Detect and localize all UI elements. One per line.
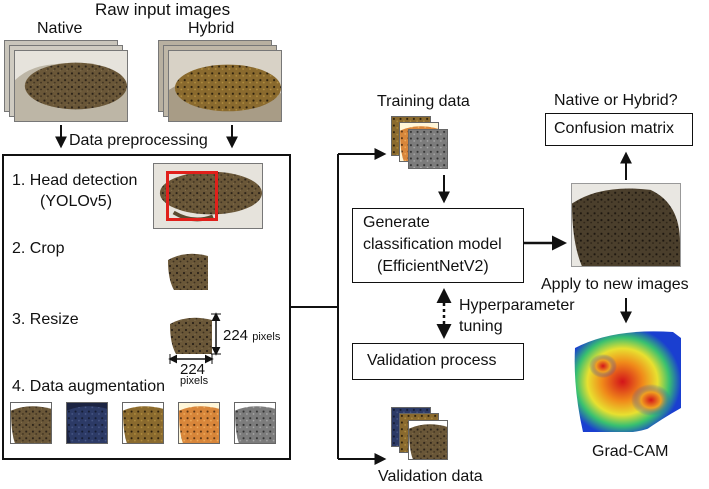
native-label: Native	[37, 20, 83, 37]
step-crop: 2. Crop	[12, 240, 65, 257]
validation-process-box	[352, 343, 524, 380]
head-detection-image	[153, 163, 263, 229]
detection-bounding-box	[166, 171, 218, 221]
model-line2: classification model	[363, 236, 502, 253]
resize-height-value: 224 pixels	[223, 327, 280, 344]
grad-cam-label: Grad-CAM	[592, 443, 669, 460]
model-line1: Generate	[363, 214, 430, 231]
step-head-detection: 1. Head detection	[12, 172, 138, 189]
resize-height-number: 224	[223, 327, 249, 344]
hyperparameter-label: Hyperparameter	[459, 297, 575, 314]
native-photo	[14, 50, 128, 122]
step-yolov5: (YOLOv5)	[40, 193, 113, 210]
tuning-label: tuning	[459, 318, 503, 335]
augmentation-grayscale	[234, 402, 276, 444]
validation-process-label: Validation process	[367, 352, 497, 369]
classification-model-box	[352, 208, 524, 283]
data-preprocessing-label: Data preprocessing	[69, 132, 208, 149]
step-resize: 3. Resize	[12, 311, 79, 328]
hybrid-label: Hybrid	[188, 20, 235, 37]
validation-data-label: Validation data	[378, 468, 483, 485]
raw-input-title: Raw input images	[95, 0, 231, 19]
step-data-augmentation: 4. Data augmentation	[12, 378, 165, 395]
resized-head-image	[170, 314, 212, 354]
resize-width-value: 224	[180, 361, 206, 378]
new-image	[571, 183, 681, 267]
grad-cam-image	[573, 328, 681, 434]
cropped-head-image	[168, 250, 208, 290]
augmentation-color-blue	[66, 402, 108, 444]
confusion-matrix-box	[545, 113, 693, 146]
training-data-label: Training data	[377, 93, 470, 110]
augmentation-color-gold	[122, 402, 164, 444]
apply-to-new-images-label: Apply to new images	[541, 276, 689, 293]
model-line3: (EfficientNetV2)	[377, 258, 489, 275]
resize-width-unit: pixels	[180, 375, 209, 387]
hybrid-photo	[168, 50, 282, 122]
native-or-hybrid-question: Native or Hybrid?	[554, 92, 678, 109]
confusion-matrix-label: Confusion matrix	[554, 120, 675, 137]
resize-height-unit: pixels	[252, 331, 281, 343]
augmentation-color-orange	[178, 402, 220, 444]
augmentation-original	[10, 402, 52, 444]
